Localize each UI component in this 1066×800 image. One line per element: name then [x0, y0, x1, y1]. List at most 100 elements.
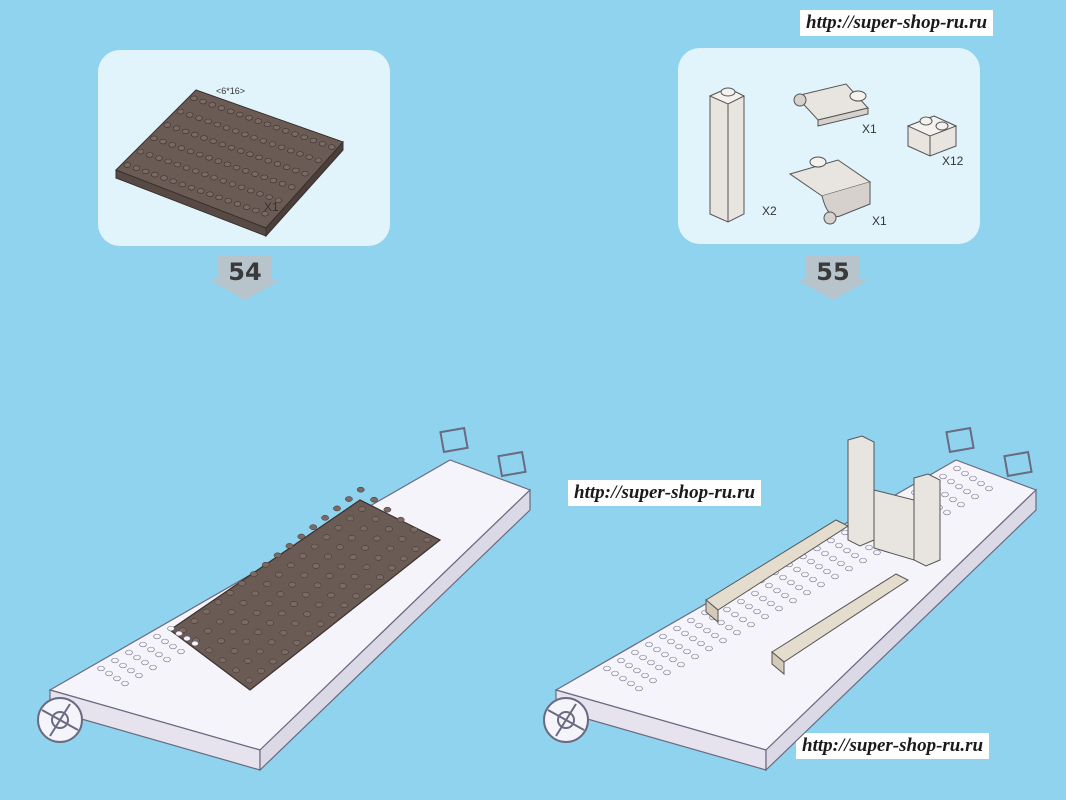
stud [373, 535, 381, 542]
stud [275, 571, 283, 578]
stud [245, 115, 253, 121]
stud [396, 516, 405, 523]
stud [364, 583, 372, 590]
stud [151, 172, 159, 178]
stud [252, 207, 260, 214]
stud [337, 563, 346, 570]
stud [953, 465, 961, 472]
stud [230, 648, 239, 654]
stud [236, 111, 244, 118]
stud [633, 667, 641, 674]
stud [305, 154, 313, 160]
stud [215, 194, 223, 201]
stud [611, 670, 619, 677]
stud [252, 610, 261, 616]
stud [292, 167, 300, 174]
stud [399, 555, 408, 562]
stud [327, 592, 335, 599]
stud [190, 95, 198, 101]
stud [347, 535, 356, 541]
assembly-illustration-54 [37, 426, 532, 772]
stud [336, 544, 344, 550]
stud [949, 496, 957, 503]
stud [779, 574, 787, 581]
stud [264, 158, 273, 164]
stud [969, 475, 977, 482]
stud [947, 478, 955, 485]
stud [803, 589, 811, 596]
stud [831, 573, 839, 580]
stud [215, 618, 224, 625]
stud [132, 165, 141, 171]
stud [282, 128, 290, 134]
stud [739, 616, 747, 623]
stud [677, 661, 685, 668]
pillar-left [847, 435, 875, 547]
stud [282, 164, 291, 170]
stud [300, 134, 308, 140]
stud [232, 128, 240, 134]
stud [268, 141, 277, 147]
stud [963, 488, 971, 495]
part-size-label: <6*16> [216, 86, 246, 96]
stud [278, 181, 287, 187]
stud [147, 646, 155, 653]
stud [318, 141, 327, 147]
stud [309, 524, 318, 530]
stud [325, 573, 334, 579]
stud [843, 547, 851, 554]
stud [141, 168, 150, 175]
stud [196, 151, 204, 158]
stud [815, 563, 823, 570]
stud [168, 142, 177, 148]
stud [971, 493, 979, 500]
stud [801, 571, 809, 578]
parts-panel-55: X2 X1 X1 X12 [678, 48, 980, 244]
stud [287, 562, 295, 569]
stud [711, 632, 719, 639]
stud [653, 646, 661, 653]
stud [411, 546, 420, 552]
stud [203, 628, 212, 634]
stud [213, 121, 222, 128]
stud [733, 629, 741, 636]
stud [222, 125, 231, 131]
stud [276, 591, 285, 597]
stud [125, 649, 133, 656]
stud [316, 621, 325, 627]
stud [135, 672, 143, 679]
stud [229, 628, 237, 635]
stud [178, 181, 187, 188]
stud [278, 610, 286, 617]
stud [751, 590, 759, 597]
stud [619, 675, 627, 682]
stud [226, 108, 235, 114]
assembly-illustration-55 [543, 426, 1038, 772]
stud [767, 600, 775, 607]
stud [386, 545, 395, 552]
stud [675, 643, 683, 650]
stud [127, 667, 135, 674]
stud [172, 125, 181, 131]
stud [955, 483, 963, 490]
stud [200, 135, 208, 141]
stud [301, 591, 310, 598]
stud [254, 629, 263, 635]
stud [217, 105, 226, 111]
plate-quantity: X1 [264, 200, 279, 214]
stud [371, 516, 380, 522]
stud [334, 525, 343, 531]
stud [635, 685, 643, 692]
stud [237, 184, 246, 191]
stud [352, 593, 360, 599]
stud [837, 560, 845, 567]
stud [747, 621, 755, 628]
stud [191, 640, 199, 647]
stud [160, 175, 168, 181]
stud [645, 641, 653, 648]
stud [321, 515, 329, 521]
stud [703, 627, 711, 634]
step-number-55: 55 [816, 258, 850, 286]
stud [254, 118, 262, 124]
stud [340, 602, 349, 609]
